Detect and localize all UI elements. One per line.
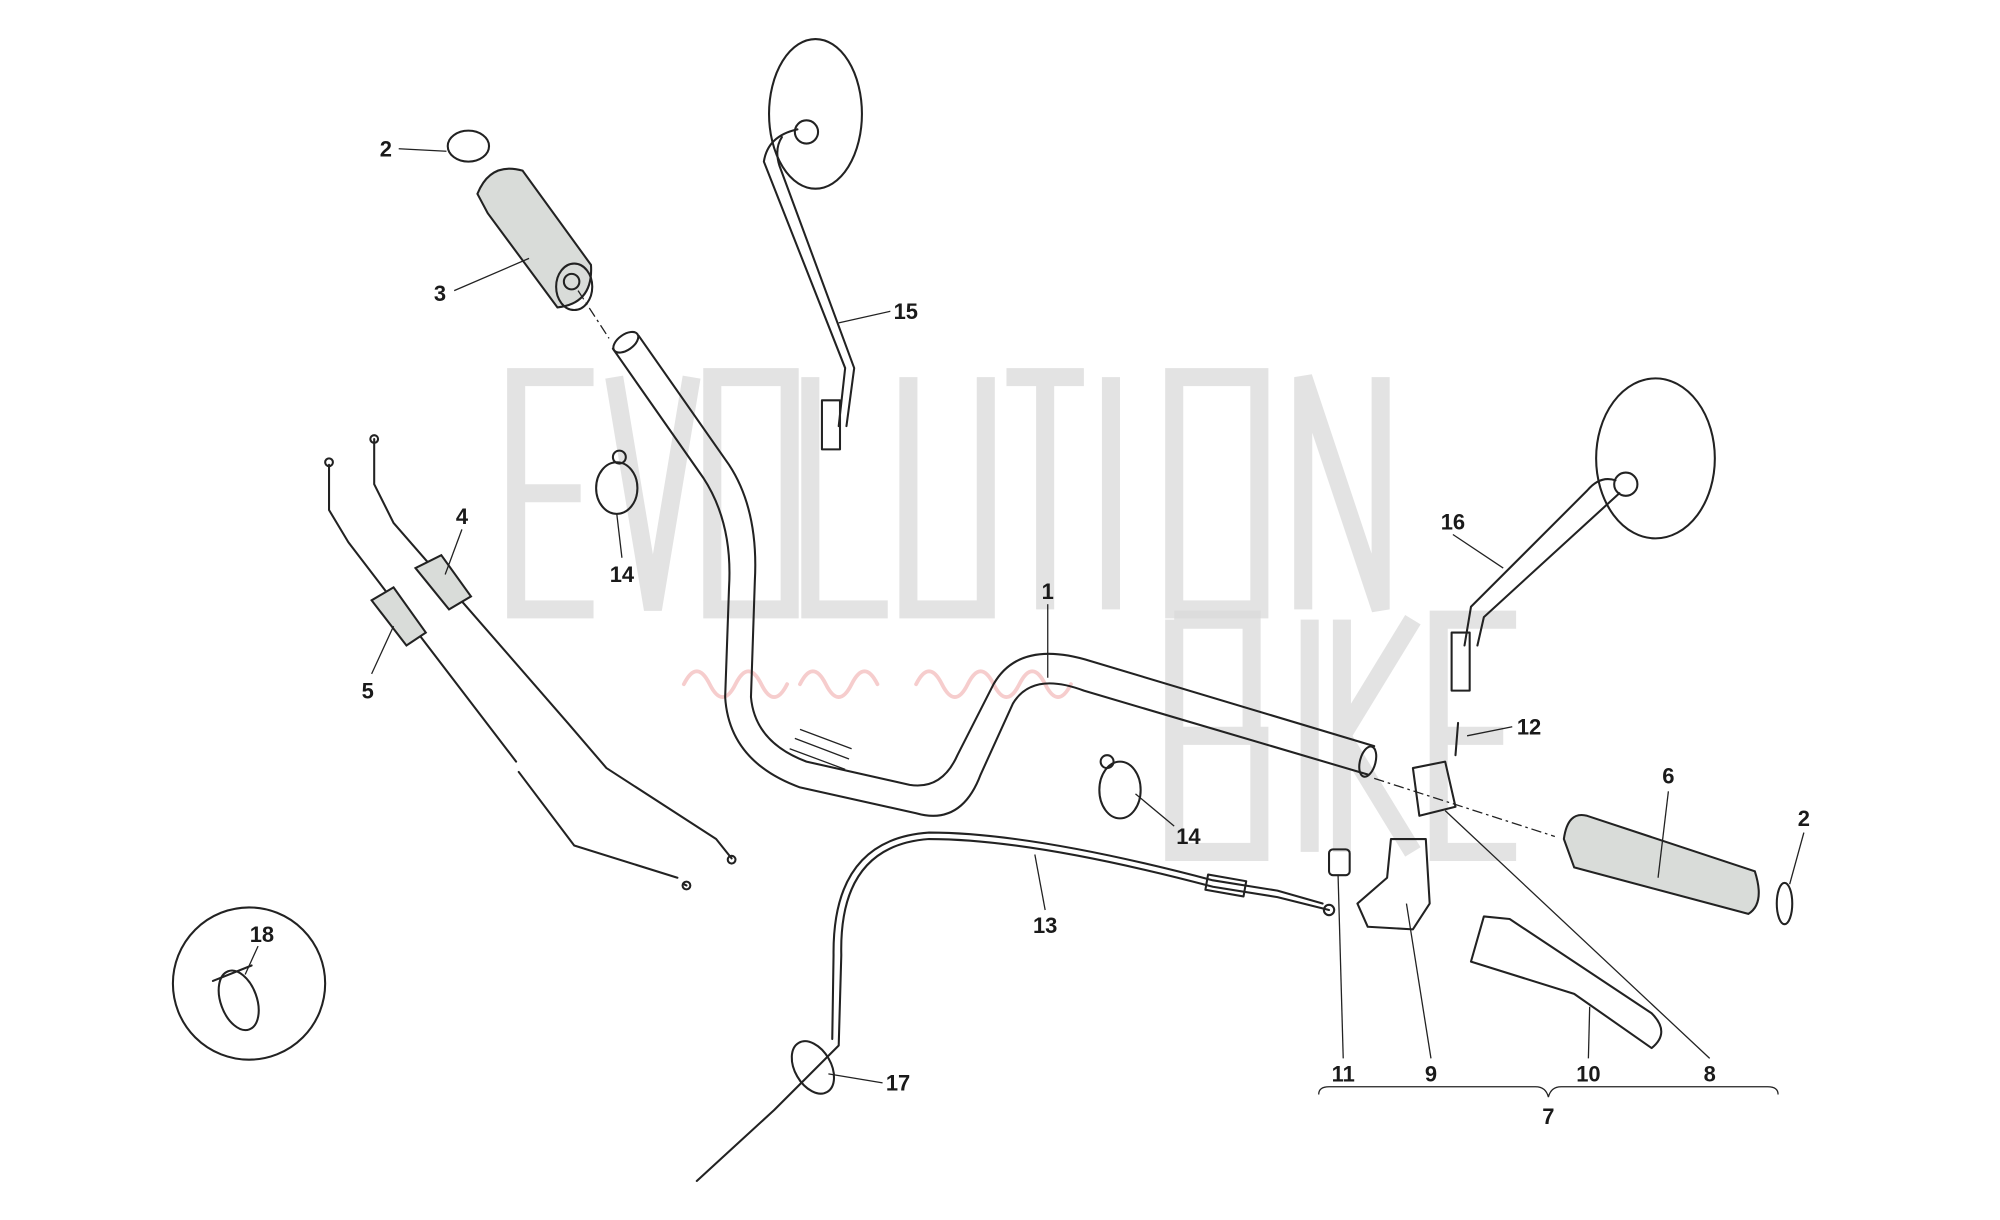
- label-1: 1: [1042, 579, 1054, 604]
- label-7: 7: [1542, 1104, 1554, 1129]
- label-3: 3: [434, 281, 446, 306]
- label-16: 16: [1441, 509, 1465, 534]
- label-5: 5: [362, 678, 374, 703]
- cable-clamp[interactable]: [1098, 754, 1142, 820]
- leader-lines: [244, 148, 1805, 1084]
- clutch-lever-assembly[interactable]: [1328, 721, 1663, 1050]
- clamp-8: [1411, 760, 1457, 817]
- label-6: 6: [1662, 764, 1674, 789]
- label-13: 13: [1033, 913, 1057, 938]
- label-18: 18: [250, 922, 274, 947]
- label-8: 8: [1704, 1062, 1716, 1087]
- label-11: 11: [1332, 1062, 1355, 1087]
- label-10: 10: [1576, 1062, 1600, 1087]
- left-grip[interactable]: [1562, 814, 1760, 915]
- label-9: 9: [1425, 1062, 1437, 1087]
- cable-tie-detail[interactable]: [171, 906, 327, 1061]
- label-14: 14: [610, 562, 635, 587]
- adjuster-11: [1328, 848, 1351, 877]
- lever-bracket-9: [1356, 838, 1431, 931]
- left-mirror[interactable]: [762, 38, 863, 451]
- label-2: 2: [380, 136, 392, 161]
- clutch-cable[interactable]: [695, 831, 1336, 1182]
- throttle-grip[interactable]: [476, 167, 594, 312]
- lever-10: [1469, 915, 1663, 1050]
- label-12: 12: [1517, 715, 1541, 740]
- throttle-cables[interactable]: [324, 434, 737, 891]
- screw-12: [1454, 721, 1460, 757]
- bar-end-cap-left[interactable]: [446, 129, 491, 163]
- bar-end-cap-right[interactable]: [1775, 881, 1794, 926]
- group-brace: [1318, 1086, 1779, 1098]
- part-labels: 2 3 15 4 14 5 1 16 12 6 2 14 13 18 11 9 …: [250, 136, 1810, 1129]
- label-15: 15: [894, 299, 918, 324]
- label-14: 14: [1176, 824, 1201, 849]
- label-17: 17: [886, 1071, 910, 1096]
- watermark-logo: [507, 368, 1517, 861]
- handlebar[interactable]: [610, 328, 1379, 817]
- label-4: 4: [456, 504, 469, 529]
- cable-clamp[interactable]: [595, 449, 639, 515]
- cable-clip[interactable]: [783, 1034, 843, 1101]
- right-mirror[interactable]: [1450, 377, 1716, 692]
- label-2: 2: [1798, 806, 1810, 831]
